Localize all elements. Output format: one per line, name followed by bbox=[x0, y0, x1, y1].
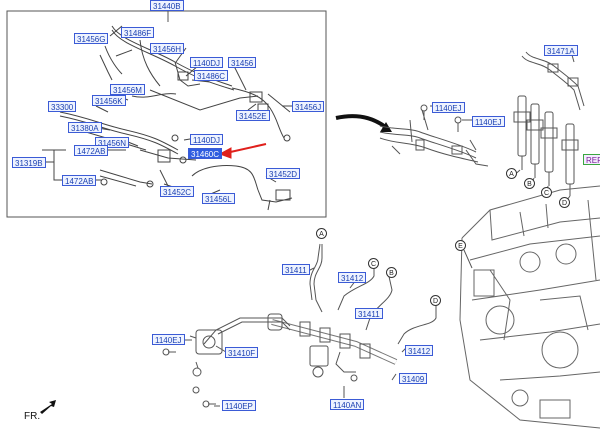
pipe-c bbox=[337, 262, 375, 311]
pump-pipe bbox=[203, 317, 291, 345]
callout-31486C: 31486C bbox=[194, 70, 229, 81]
callout-1140EP: 1140EP bbox=[222, 400, 256, 411]
callout-31456: 31456 bbox=[228, 57, 257, 68]
pipe-d bbox=[397, 300, 437, 345]
callout-31456K: 31456K bbox=[92, 95, 126, 106]
marker-c-injector: C bbox=[541, 187, 552, 198]
callout-31456J: 31456J bbox=[292, 101, 325, 112]
callout-31460C-highlighted: 31460C bbox=[188, 148, 223, 159]
callout-1472AB: 1472AB bbox=[74, 145, 109, 156]
inset-top-label: 31440B bbox=[150, 0, 184, 11]
callout-31456M: 31456M bbox=[110, 84, 145, 95]
callout-REF[interactable]: REF bbox=[583, 154, 600, 165]
callout-31456L: 31456L bbox=[202, 193, 235, 204]
injectors bbox=[513, 95, 579, 196]
callout-1140DJ-2: 1140DJ bbox=[190, 134, 223, 145]
marker-a-pipe: A bbox=[316, 228, 327, 239]
fuel-pump bbox=[189, 329, 223, 355]
marker-c-pipe: C bbox=[368, 258, 379, 269]
inset-pointer bbox=[335, 114, 386, 128]
marker-b-pipe: B bbox=[386, 267, 397, 278]
callout-31456N: 31456N bbox=[95, 137, 130, 148]
callout-31452D: 31452D bbox=[266, 168, 301, 179]
harness-assembled bbox=[379, 125, 477, 153]
marker-e-engine: E bbox=[455, 240, 466, 251]
callout-31409: 31409 bbox=[399, 373, 428, 384]
callout-31411: 31411 bbox=[282, 264, 310, 275]
callout-31471A: 31471A bbox=[544, 45, 578, 56]
callout-33300: 33300 bbox=[48, 101, 77, 112]
callout-31456H: 31456H bbox=[150, 43, 185, 54]
pipe-a bbox=[313, 244, 323, 313]
callout-31456G: 31456G bbox=[74, 33, 109, 44]
callout-31486F: 31486F bbox=[121, 27, 155, 38]
callout-31452C: 31452C bbox=[160, 186, 195, 197]
callout-1140EJ-lower: 1140EJ bbox=[152, 334, 185, 345]
callout-31410F: 31410F bbox=[225, 347, 259, 358]
callout-1140EJ-upper: 1140EJ bbox=[432, 102, 465, 113]
callout-31319B: 31319B bbox=[12, 157, 46, 168]
callout-1472AB-2: 1472AB bbox=[62, 175, 97, 186]
engine-block bbox=[459, 185, 600, 429]
marker-d-pipe: D bbox=[430, 295, 441, 306]
callout-31380A: 31380A bbox=[68, 122, 102, 133]
inset-frame bbox=[6, 10, 327, 218]
marker-b-injector: B bbox=[524, 178, 535, 189]
marker-d-injector: D bbox=[559, 197, 570, 208]
callout-31412-2: 31412 bbox=[405, 345, 434, 356]
callout-1140DJ: 1140DJ bbox=[190, 57, 223, 68]
callout-1140EJ-right: 1140EJ bbox=[472, 116, 505, 127]
marker-a-injector: A bbox=[506, 168, 517, 179]
front-arrow-icon bbox=[40, 400, 56, 414]
callout-31452E: 31452E bbox=[236, 110, 270, 121]
front-marker-label: FR. bbox=[24, 411, 41, 422]
fuel-rail bbox=[267, 313, 398, 382]
callout-31411-2: 31411 bbox=[355, 308, 383, 319]
highlight-arrow bbox=[218, 143, 267, 159]
callout-31412: 31412 bbox=[338, 272, 367, 283]
callout-1140AN: 1140AN bbox=[330, 399, 365, 410]
